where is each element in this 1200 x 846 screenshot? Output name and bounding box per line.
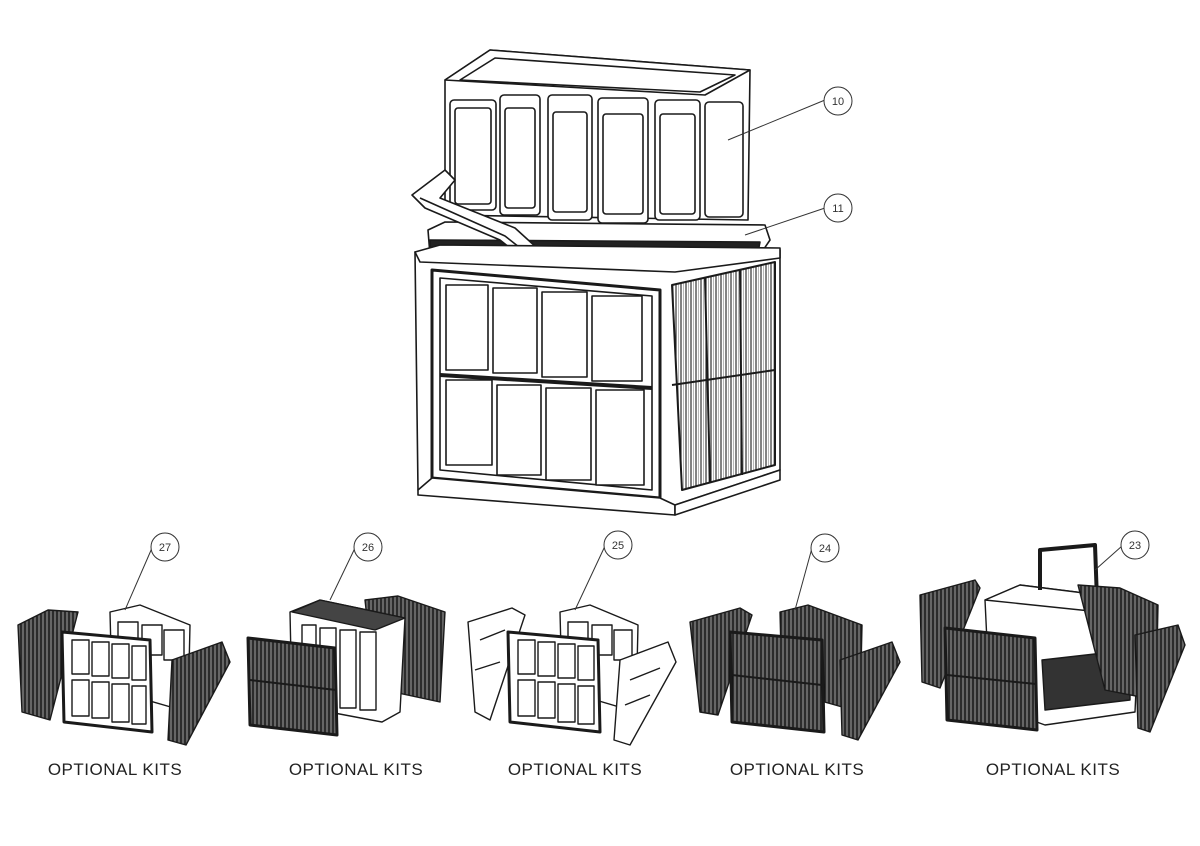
kit-26-label: OPTIONAL KITS [288,760,424,779]
callout-25: 25 [574,530,633,611]
filter-housing [414,244,781,516]
svg-text:27: 27 [159,542,171,554]
kit-24-label: OPTIONAL KITS [729,760,865,779]
callout-24: 24 [794,533,840,611]
svg-text:23: 23 [1129,540,1141,552]
svg-text:10: 10 [832,96,844,108]
kit-25-illustration [467,604,677,746]
callout-11: 11 [744,193,853,236]
svg-text:24: 24 [819,543,831,555]
main-assembly [411,49,781,516]
callout-23: 23 [1094,530,1150,571]
callout-26: 26 [329,532,383,601]
kit-27-label: OPTIONAL KITS [47,760,183,779]
kit-27-illustration [17,604,231,746]
svg-text:25: 25 [612,540,624,552]
svg-text:26: 26 [362,542,374,554]
kit-24-illustration [689,604,901,741]
upper-filter-basket [444,49,751,224]
kit-23-illustration [919,543,1186,733]
svg-text:11: 11 [832,203,843,215]
kit-25-label: OPTIONAL KITS [507,760,643,779]
callout-27: 27 [124,532,180,611]
kit-26-illustration [246,595,446,737]
kit-23-label: OPTIONAL KITS [985,760,1121,779]
callout-10: 10 [727,86,853,141]
